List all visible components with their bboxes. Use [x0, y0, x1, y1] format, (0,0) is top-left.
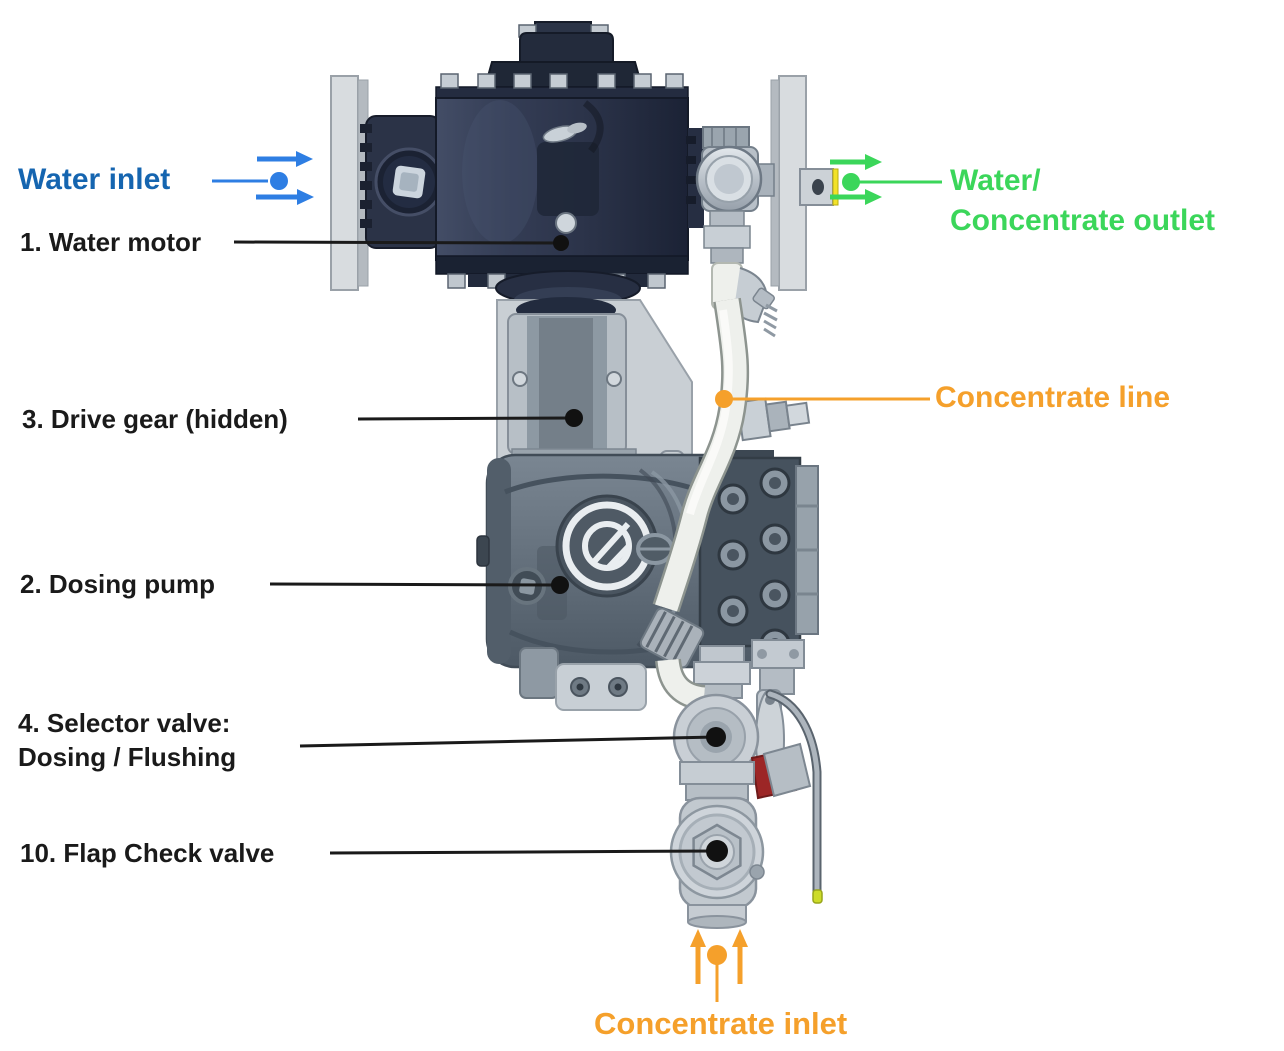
- concentrate-inlet-annotation: [690, 929, 748, 1002]
- mount-bracket: [799, 168, 839, 206]
- dosing-pump-leader: [269, 582, 561, 587]
- concentrate-line-annotation: [715, 390, 930, 408]
- concentrate-line-label: Concentrate line: [935, 381, 1171, 414]
- motor-drum: [435, 21, 689, 289]
- concentrate-inlet-label: Concentrate inlet: [594, 1006, 848, 1041]
- pump-outlet: [751, 639, 805, 695]
- flap-check-dot: [706, 840, 728, 862]
- outlet-annotation: [830, 154, 942, 205]
- outlet-label-line1: Water/: [950, 164, 1041, 197]
- outlet-valve: [686, 126, 778, 338]
- concentrate-inlet-arrows: [690, 929, 748, 984]
- top-bolts: [440, 73, 684, 89]
- flap-check-valve: [669, 796, 765, 929]
- dosing-pump-body: [476, 450, 819, 711]
- water-motor-leader: [233, 240, 562, 245]
- hose-coupling-nut: [639, 607, 705, 669]
- callout-dots: [551, 235, 728, 862]
- water-motor: [330, 21, 839, 338]
- callout-leaders: [233, 240, 718, 855]
- water-inlet-fitting: [360, 115, 444, 249]
- water-inlet-arrows: [256, 151, 314, 205]
- water-inlet-label: Water inlet: [18, 163, 171, 196]
- selector-valve-label-line1: 4. Selector valve:: [18, 708, 231, 738]
- selector-valve-label-line2: Dosing / Flushing: [18, 742, 237, 772]
- selector-valve-dot: [706, 727, 726, 747]
- concentrate-hose: [639, 297, 750, 711]
- dosing-pump-label: 2. Dosing pump: [20, 569, 215, 599]
- water-motor-dot: [553, 235, 569, 251]
- drive-gear-leader: [357, 416, 575, 421]
- outlet-label: Water/ Concentrate outlet: [950, 161, 1215, 241]
- pump-logo: [555, 494, 659, 598]
- pump-bracket: [519, 647, 647, 711]
- drive-gear-assembly: [495, 270, 693, 471]
- drive-gear-dot: [565, 409, 583, 427]
- flap-check-valve-label: 10. Flap Check valve: [20, 838, 275, 868]
- outlet-arrows: [830, 154, 882, 205]
- selector-valve-label: 4. Selector valve: Dosing / Flushing: [18, 706, 236, 774]
- water-inlet-annotation: [212, 151, 314, 205]
- outlet-label-line2: Concentrate outlet: [950, 204, 1216, 237]
- drive-gear-label: 3. Drive gear (hidden): [22, 404, 288, 434]
- selector-valve-leader: [299, 735, 717, 748]
- water-motor-label: 1. Water motor: [20, 227, 202, 257]
- selector-valve: [672, 689, 823, 904]
- dosing-pump-dot: [551, 576, 569, 594]
- selector-lever: [765, 689, 823, 904]
- pump-head: [698, 450, 819, 660]
- flap-check-leader: [329, 849, 718, 855]
